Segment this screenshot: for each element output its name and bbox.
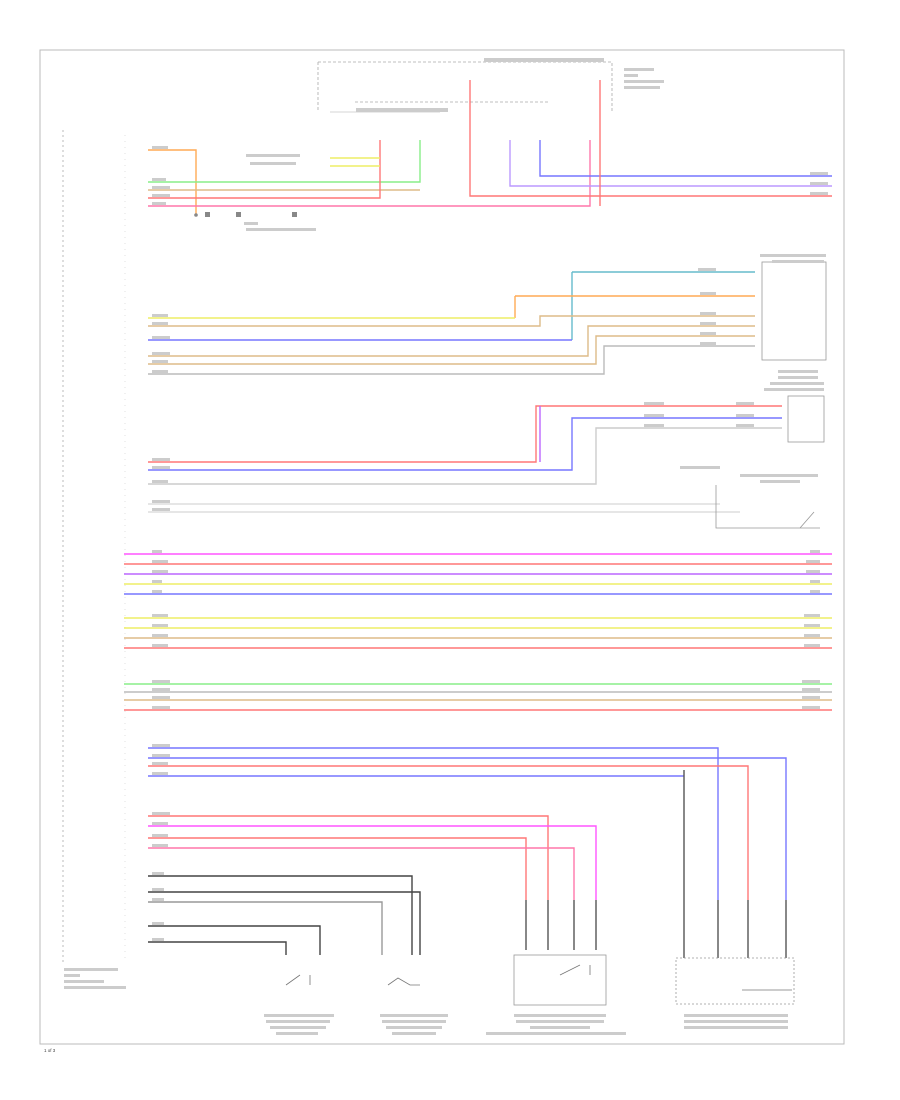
heater-wires <box>148 815 597 950</box>
seat-switch-wires <box>148 875 421 955</box>
wire-red-h1 <box>148 815 549 900</box>
seat-position-sensor-box <box>761 261 827 361</box>
lumbar-switch-box <box>675 957 795 1005</box>
bus-3 <box>124 683 832 711</box>
lumbar-switch-wires <box>148 747 787 958</box>
bus-2 <box>124 617 832 649</box>
wire-dark-s5 <box>148 941 287 955</box>
component-captions <box>64 58 826 1035</box>
wire-gray-s3 <box>148 901 383 955</box>
wire-pink-h1 <box>148 825 597 900</box>
wire-dark-s1 <box>148 875 413 955</box>
wire-dark-s2 <box>148 891 421 955</box>
wire-tan-2 <box>148 325 755 357</box>
heater-switch-box <box>513 954 607 1006</box>
top-power-wires <box>148 80 832 215</box>
wire-teal <box>571 271 755 340</box>
wire-red-b <box>148 765 749 900</box>
wire-pink-top <box>148 140 591 207</box>
wire-red-out <box>469 125 832 197</box>
wire-dark-s4 <box>148 925 321 955</box>
wire-tan-3 <box>148 335 755 365</box>
wire-blue-occ <box>148 417 782 471</box>
occupant-sensor-box <box>787 395 825 443</box>
wire-dark-vert <box>683 900 787 958</box>
bus-1 <box>124 553 832 595</box>
wire-red-occ <box>148 405 782 463</box>
seat-sensor-wires <box>148 271 755 375</box>
wire-red-top <box>148 140 381 199</box>
wire-dark-h <box>525 900 597 950</box>
wire-tan-1 <box>148 315 755 327</box>
wire-blue-b <box>148 757 787 900</box>
power-distribution-box <box>317 61 613 113</box>
wire-pink-h2 <box>148 847 575 900</box>
page-label: 1 of 3 <box>44 1048 56 1053</box>
fuse-block <box>194 212 297 217</box>
wire-violet-out <box>509 140 832 187</box>
wire-green-top <box>148 140 421 183</box>
wire-orange-top <box>148 149 197 215</box>
diagram-frame <box>39 49 845 1045</box>
wire-orange <box>514 295 755 318</box>
occupant-sensor-wires <box>148 405 782 513</box>
wire-red-h2 <box>148 837 527 900</box>
pin-labels <box>152 146 828 941</box>
seatbelt-switch <box>715 485 820 529</box>
wire-gray-1 <box>148 345 755 375</box>
wire-blue-out <box>539 140 832 177</box>
wire-blue-a <box>148 747 719 900</box>
wire-gray-occ <box>148 427 782 485</box>
switch-symbols <box>285 964 792 991</box>
